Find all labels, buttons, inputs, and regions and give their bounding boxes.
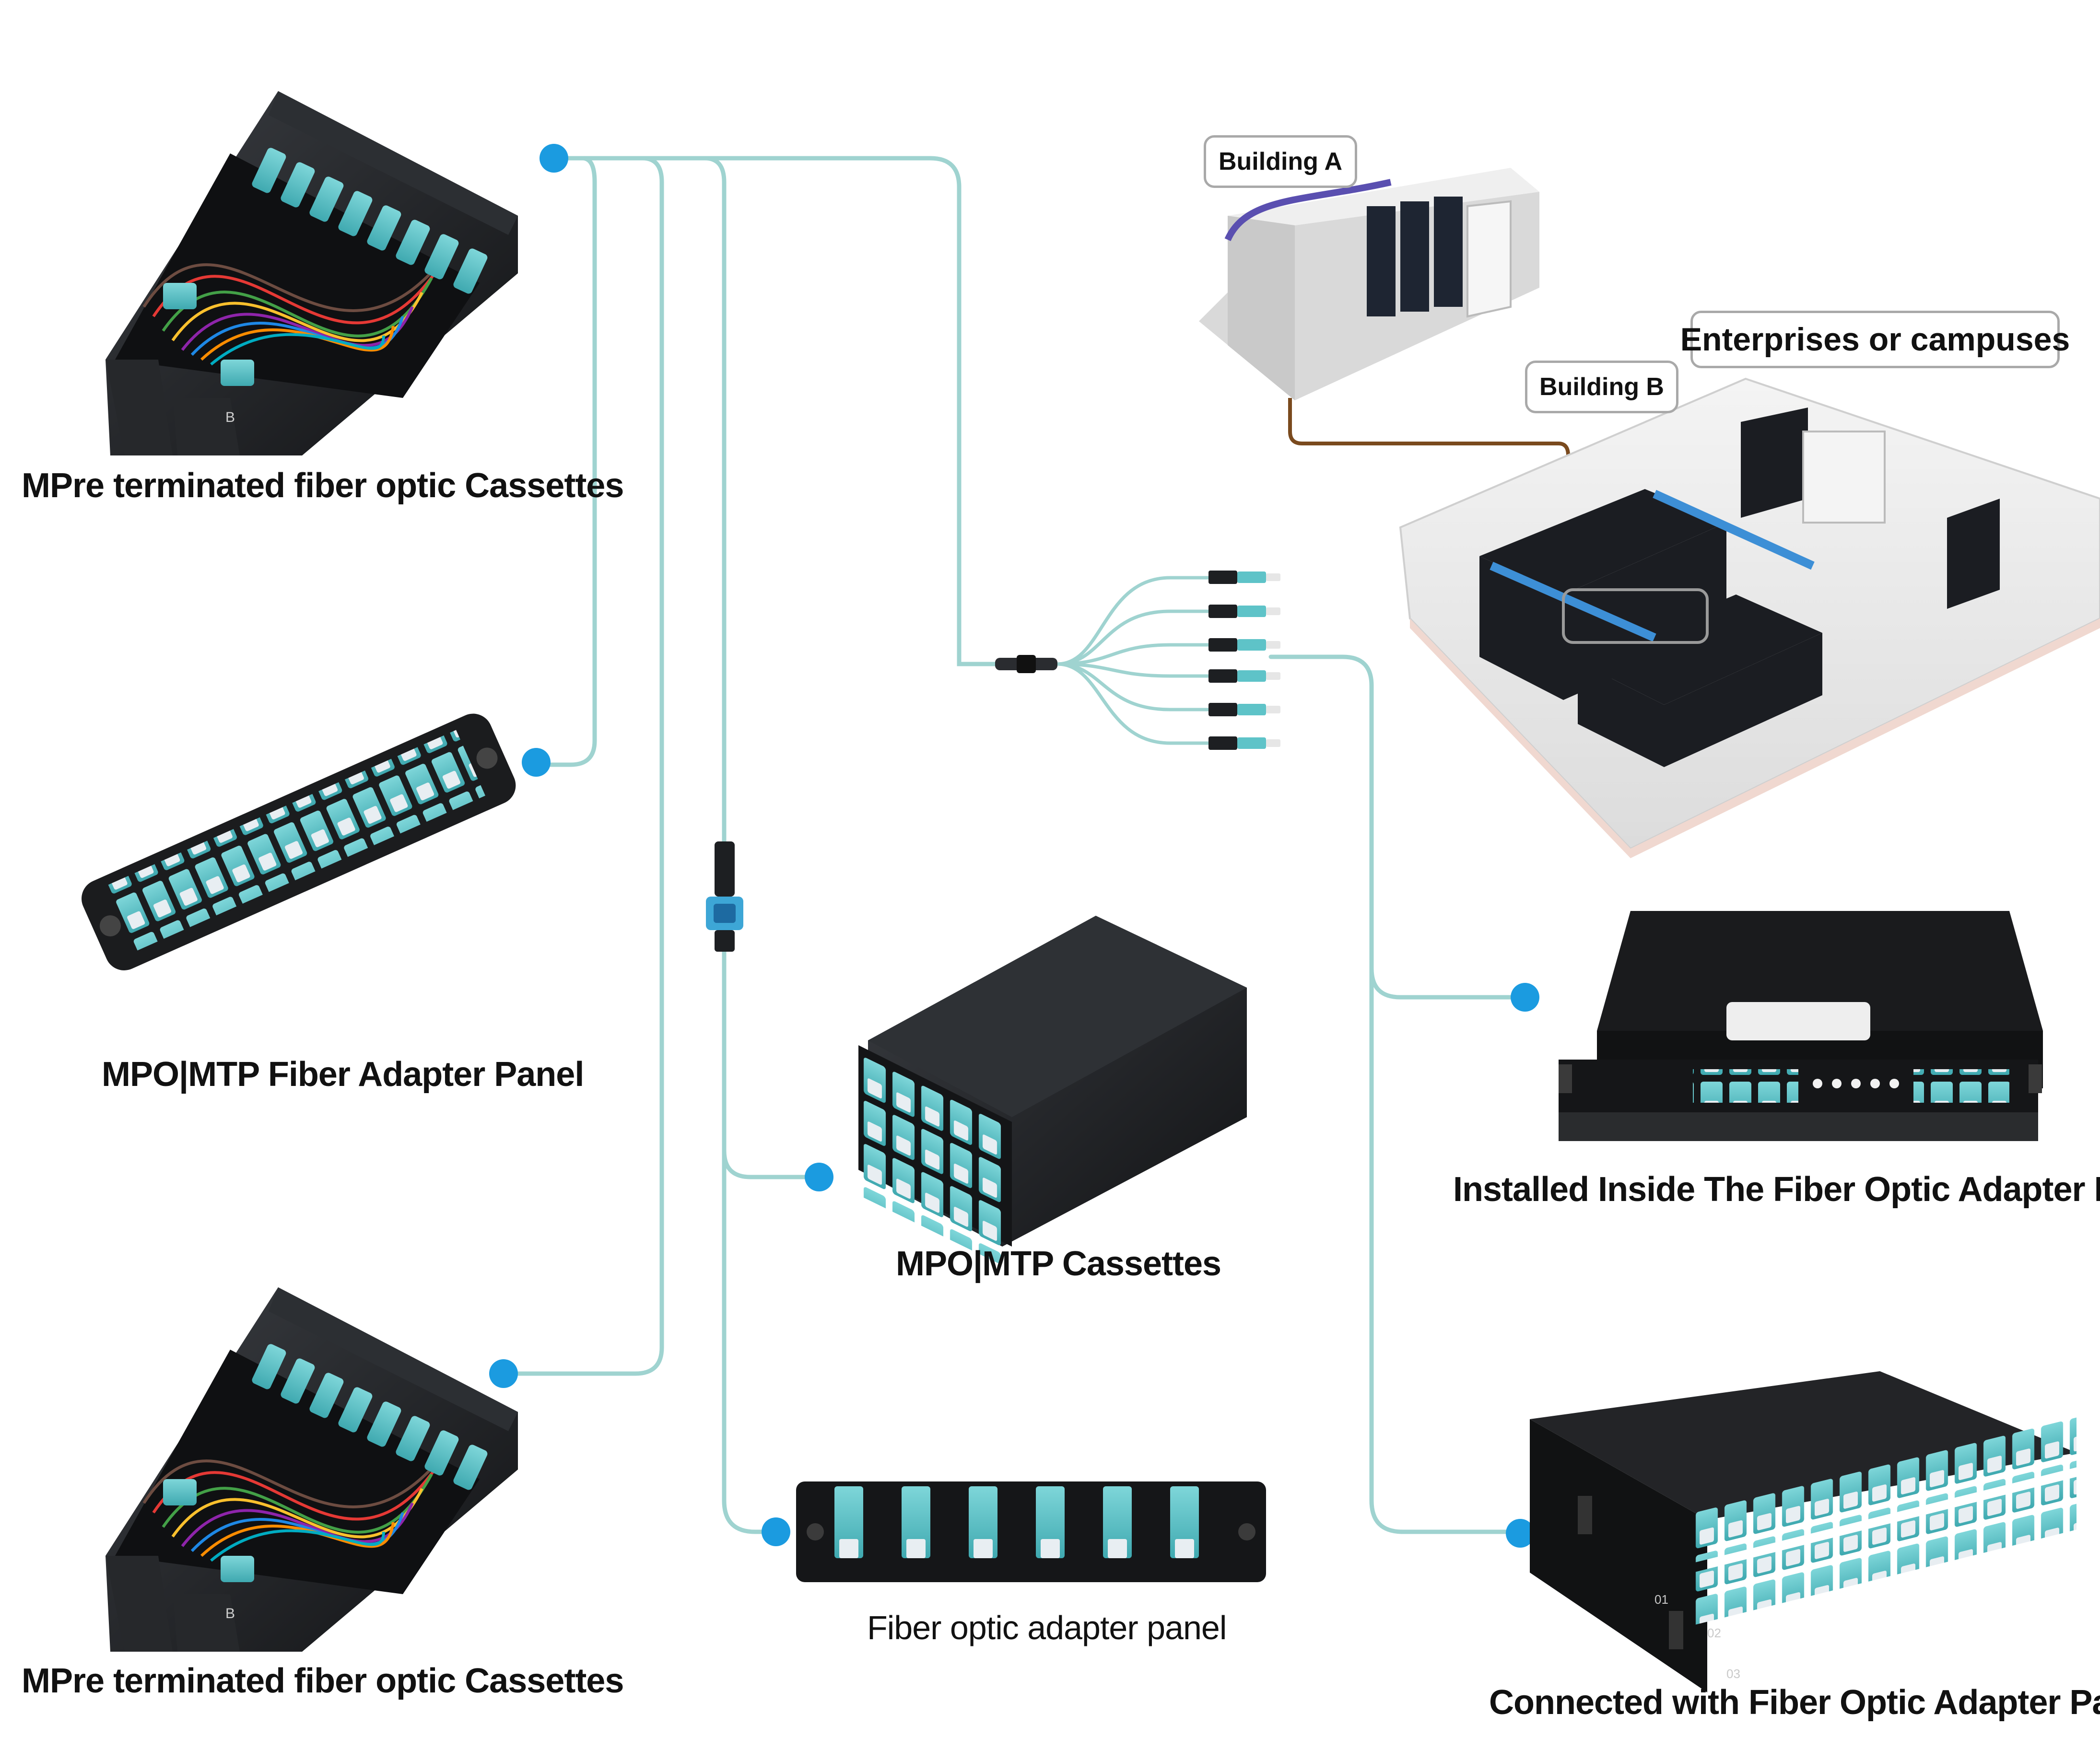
fiber-trunk: [551, 156, 1000, 666]
building-link: [1288, 398, 1570, 465]
node-cassette-bottom: [489, 1359, 518, 1388]
lc-duplex-connectors: [1208, 571, 1280, 750]
label-connected-with: Connected with Fiber Optic Adapter Panel: [1489, 1683, 2100, 1722]
data-center-building-icon: [1199, 168, 2100, 858]
mpo-connector-icon: [706, 841, 743, 952]
rack-port-03: 03: [1726, 1667, 1740, 1681]
rack-port-02: 02: [1707, 1626, 1721, 1640]
label-mtp-cassettes: MPO|MTP Cassettes: [896, 1245, 1221, 1283]
adapter-panel-icon: [82, 713, 516, 970]
node-mtp-cassette: [805, 1163, 833, 1191]
node-installed-inside: [1511, 983, 1539, 1012]
connection-nodes: [489, 144, 1539, 1548]
building-b-illustration: [1399, 377, 2100, 858]
label-cassette-top: MPre terminated fiber optic Cassettes: [22, 466, 624, 505]
building-a-illustration: [1199, 168, 1539, 400]
label-adapter-panel: MPO|MTP Fiber Adapter Panel: [102, 1055, 584, 1094]
node-connected-with: [1506, 1519, 1535, 1548]
mpo-cassette-icon: B: [106, 91, 518, 455]
fiber-to-mtp: [703, 156, 727, 846]
fiber-to-cassette-bottom: [501, 156, 664, 1376]
mpo-cassette-bottom-icon: B: [106, 1287, 518, 1652]
fiber-to-mtp-b: [722, 947, 820, 1179]
mtp-cassette-icon: [858, 916, 1247, 1267]
fiber-right-bottom: [1369, 966, 1523, 1534]
cassette-letter: B: [225, 409, 235, 425]
label-fiber-panel: Fiber optic adapter panel: [867, 1609, 1227, 1646]
rack-drawer-icon: [1559, 911, 2043, 1141]
fiber-lines: [501, 156, 1527, 1534]
label-installed-inside: Installed Inside The Fiber Optic Adapter…: [1453, 1170, 2100, 1209]
node-top: [540, 144, 568, 173]
fiber-right-trunk: [1268, 654, 1527, 1000]
fiber-to-adapter-panel: [535, 156, 597, 767]
breakout-cable-icon: [995, 571, 1280, 750]
label-cassette-bottom: MPre terminated fiber optic Cassettes: [22, 1662, 624, 1700]
tag-building-a: Building A: [1204, 135, 1357, 188]
cassette-letter: B: [225, 1606, 235, 1621]
fiber-to-panel: [722, 1148, 777, 1534]
high-density-rack-icon: 01 02 03: [1530, 1371, 2077, 1692]
fiber-adapter-panel-icon: [796, 1481, 1266, 1582]
tag-enterprises: Enterprises or campuses: [1680, 311, 2070, 368]
node-fiber-panel: [762, 1517, 790, 1546]
node-adapter-panel: [522, 748, 551, 777]
tag-building-b: Building B: [1525, 361, 1678, 413]
rack-port-01: 01: [1654, 1592, 1668, 1607]
